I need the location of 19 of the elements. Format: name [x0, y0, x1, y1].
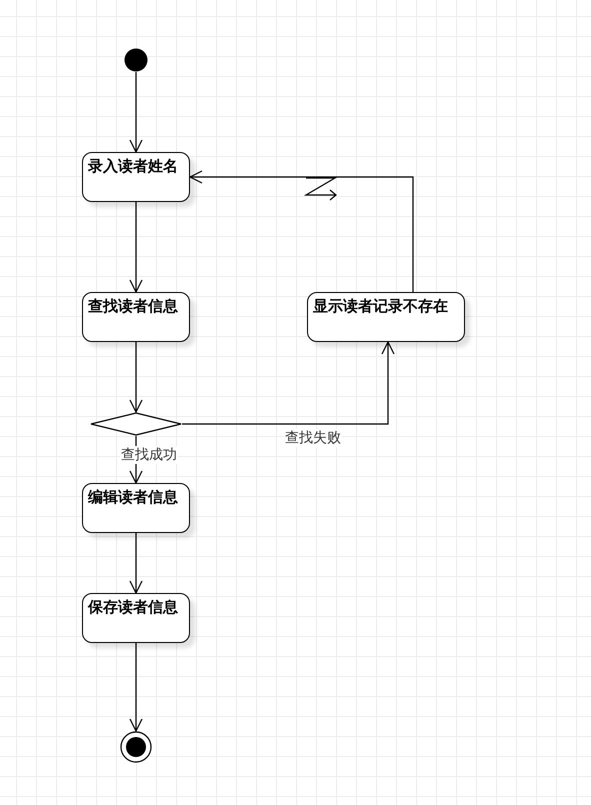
arrow: [189, 170, 414, 292]
activity-box: [82, 593, 190, 643]
arrow: [129, 342, 143, 413]
edge-label: 查找成功: [120, 446, 178, 464]
activity-label: 录入读者姓名: [88, 157, 178, 176]
arrow: [129, 72, 143, 153]
activity-label: 保存读者信息: [88, 598, 178, 617]
arrow: [129, 202, 143, 293]
activity-label: 查找读者信息: [88, 297, 178, 316]
arrow: [182, 341, 395, 425]
arrow: [129, 643, 143, 732]
edge-label: 查找失败: [284, 429, 342, 447]
arrow: [129, 533, 143, 594]
activity-label: 编辑读者信息: [88, 488, 178, 507]
activity-box: [82, 292, 190, 342]
activity-box: [82, 483, 190, 533]
activity-box: [82, 152, 190, 202]
activity-box: [307, 292, 465, 342]
activity-label: 显示读者记录不存在: [313, 297, 448, 316]
